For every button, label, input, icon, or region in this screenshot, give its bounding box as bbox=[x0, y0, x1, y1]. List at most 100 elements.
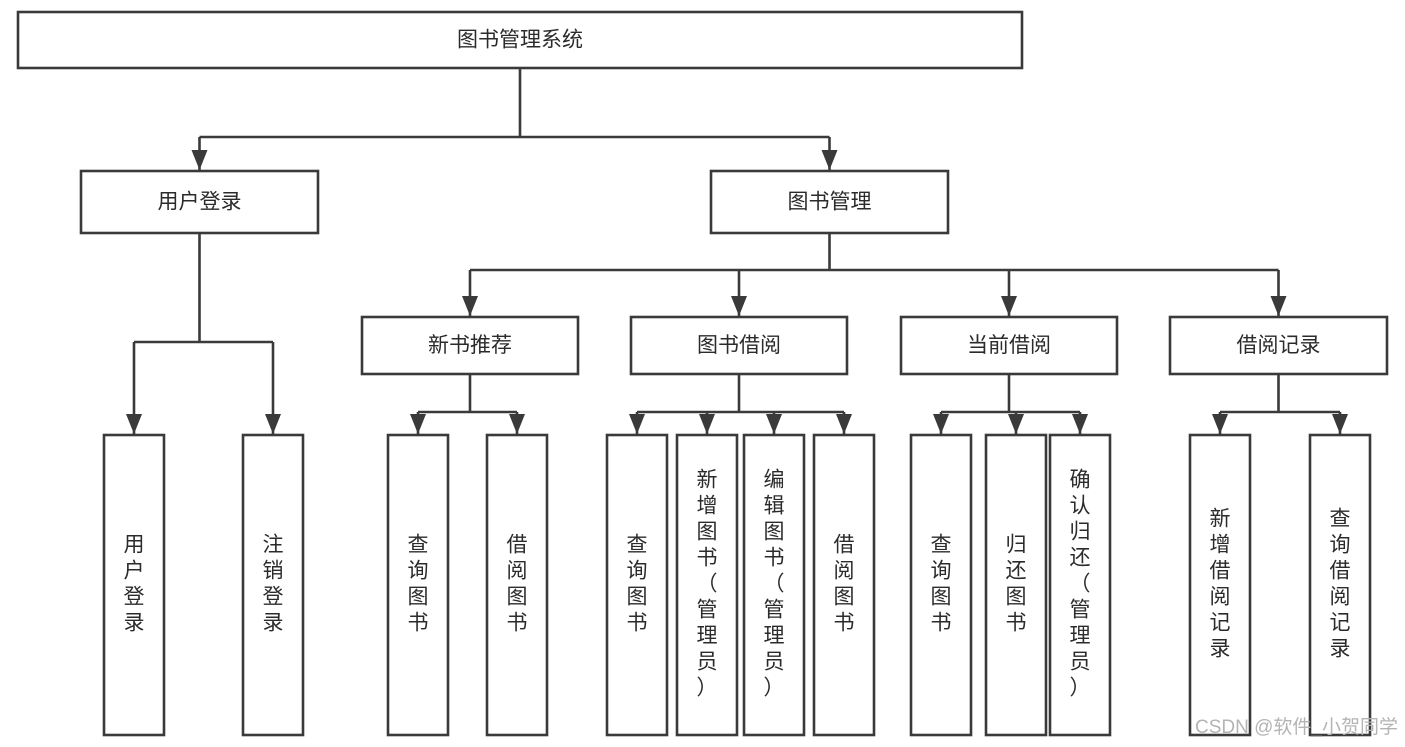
label-char: 图 bbox=[764, 521, 785, 544]
label-char: 阅 bbox=[507, 560, 528, 583]
node-leaf-box-9[interactable] bbox=[984, 433, 1048, 737]
label-char: 书 bbox=[834, 612, 855, 635]
label-char: 书 bbox=[931, 612, 952, 635]
label-char: 注 bbox=[263, 534, 284, 557]
leafgroup-1-arrow-1 bbox=[509, 414, 525, 434]
leafgroup-3-arrow-0 bbox=[933, 414, 949, 434]
root-to-l2-arrow-1 bbox=[821, 150, 838, 170]
node-l3-box-2[interactable] bbox=[899, 315, 1119, 376]
node-leaf-box-12[interactable] bbox=[1308, 433, 1372, 737]
node-leaf-label-0: 用户登录 bbox=[124, 534, 145, 635]
node-l2-box-1[interactable] bbox=[709, 169, 950, 235]
root-to-l2-arrow-0 bbox=[191, 150, 208, 170]
node-leaf-box-0[interactable] bbox=[102, 433, 166, 737]
label-char: 查 bbox=[931, 534, 952, 557]
label-char: 用 bbox=[124, 534, 145, 557]
l2-to-l3-arrow-3 bbox=[1270, 296, 1287, 316]
label-char: 记 bbox=[1210, 612, 1231, 635]
label-char: 归 bbox=[1070, 521, 1091, 544]
node-leaf-box-8[interactable] bbox=[909, 433, 973, 737]
node-l3-label-2: 当前借阅 bbox=[967, 334, 1051, 357]
leafgroup-0-arrow-0 bbox=[126, 414, 142, 434]
label-char: 图 bbox=[697, 521, 718, 544]
label-char: 还 bbox=[1070, 547, 1091, 570]
leafgroup-0-arrow-1 bbox=[265, 414, 281, 434]
l2-to-l3-arrow-1 bbox=[731, 296, 747, 316]
label-char: 确 bbox=[1070, 469, 1091, 492]
label-char: ） bbox=[1070, 677, 1091, 700]
label-char: （ bbox=[764, 573, 785, 596]
label-char: 书 bbox=[697, 547, 718, 570]
label-char: 图 bbox=[627, 586, 648, 609]
label-char: 询 bbox=[931, 560, 952, 583]
node-l2-box-0[interactable] bbox=[79, 169, 320, 235]
label-char: 增 bbox=[697, 495, 718, 518]
label-char: 辑 bbox=[764, 495, 785, 518]
label-char: 管 bbox=[697, 599, 718, 622]
node-leaf-box-5[interactable] bbox=[675, 433, 739, 737]
node-leaf-box-10[interactable] bbox=[1048, 433, 1112, 737]
label-char: 阅 bbox=[834, 560, 855, 583]
node-leaf-box-11[interactable] bbox=[1188, 433, 1252, 737]
node-root-label: 图书管理系统 bbox=[457, 29, 583, 52]
label-char: 登 bbox=[124, 586, 145, 609]
leafgroup-2-arrow-1 bbox=[699, 414, 715, 434]
label-char: 登 bbox=[263, 586, 284, 609]
label-char: 图 bbox=[1006, 586, 1027, 609]
label-char: 图 bbox=[408, 586, 429, 609]
label-char: 图 bbox=[507, 586, 528, 609]
label-char: ） bbox=[764, 677, 785, 700]
label-char: 理 bbox=[764, 625, 785, 648]
nodes-layer: 图书管理系统用户登录图书管理新书推荐图书借阅当前借阅借阅记录用户登录注销登录查询… bbox=[16, 10, 1389, 737]
label-char: 阅 bbox=[1210, 586, 1231, 609]
node-l3-box-0[interactable] bbox=[360, 315, 580, 376]
leafgroup-4-arrow-1 bbox=[1332, 414, 1348, 434]
leafgroup-2-arrow-0 bbox=[629, 414, 645, 434]
label-char: ） bbox=[697, 677, 718, 700]
label-char: 还 bbox=[1006, 560, 1027, 583]
label-char: 查 bbox=[627, 534, 648, 557]
label-char: 理 bbox=[697, 625, 718, 648]
node-leaf-box-1[interactable] bbox=[241, 433, 305, 737]
label-char: 询 bbox=[1330, 534, 1351, 557]
node-l3-label-3: 借阅记录 bbox=[1237, 334, 1321, 357]
label-char: 书 bbox=[1006, 612, 1027, 635]
label-char: 借 bbox=[1330, 560, 1351, 583]
node-root-box[interactable] bbox=[16, 10, 1024, 70]
label-char: 录 bbox=[263, 612, 284, 635]
node-l3-label-0: 新书推荐 bbox=[428, 334, 512, 357]
label-char: 户 bbox=[124, 560, 145, 583]
node-leaf-box-3[interactable] bbox=[485, 433, 549, 737]
connectors-layer bbox=[126, 68, 1348, 434]
node-leaf-box-2[interactable] bbox=[386, 433, 450, 737]
node-l3-box-1[interactable] bbox=[629, 315, 849, 376]
label-char: 销 bbox=[263, 560, 284, 583]
node-leaf-box-7[interactable] bbox=[812, 433, 876, 737]
label-char: 认 bbox=[1070, 495, 1091, 518]
leafgroup-2-arrow-2 bbox=[766, 414, 782, 434]
label-char: 书 bbox=[764, 547, 785, 570]
node-l2-label-0: 用户登录 bbox=[158, 191, 242, 214]
node-leaf-box-4[interactable] bbox=[605, 433, 669, 737]
leafgroup-1-arrow-0 bbox=[410, 414, 426, 434]
label-char: 录 bbox=[1210, 638, 1231, 661]
node-l3-box-3[interactable] bbox=[1168, 315, 1389, 376]
leafgroup-2-arrow-3 bbox=[836, 414, 852, 434]
label-char: 管 bbox=[1070, 599, 1091, 622]
label-char: 增 bbox=[1210, 534, 1231, 557]
label-char: 询 bbox=[408, 560, 429, 583]
label-char: 管 bbox=[764, 599, 785, 622]
label-char: 借 bbox=[834, 534, 855, 557]
node-leaf-box-6[interactable] bbox=[742, 433, 806, 737]
l2-to-l3-arrow-0 bbox=[462, 296, 478, 316]
